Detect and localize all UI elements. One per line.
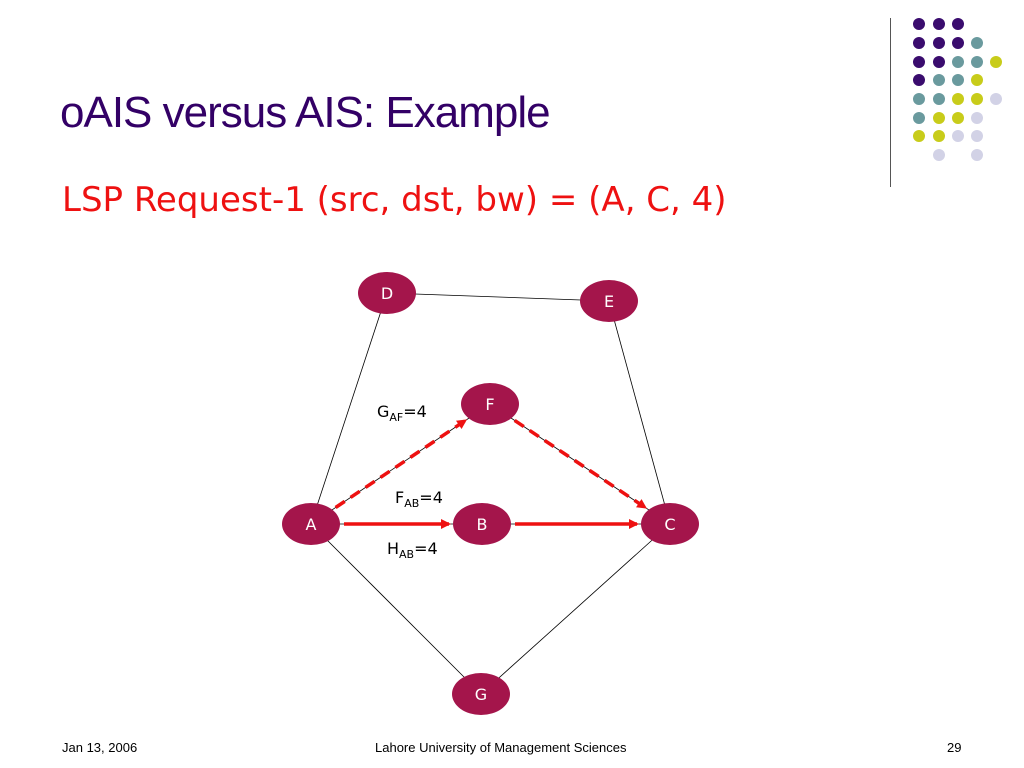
link-a-g [310, 523, 482, 695]
slide-subtitle: LSP Request-1 (src, dst, bw) = (A, C, 4) [62, 180, 727, 220]
node-e-shape [580, 280, 638, 322]
slide-title: oAIS versus AIS: Example [60, 88, 551, 137]
label-g-af: GAF=4 [377, 402, 427, 424]
dot-grid-yellow [913, 56, 1002, 142]
flow-labels: GAF=4 FAB=4 HAB=4 [377, 402, 443, 561]
node-b-label: B [477, 515, 488, 534]
node-g: G [452, 673, 510, 715]
node-a-label: A [306, 515, 317, 534]
node-g-shape [452, 673, 510, 715]
node-d-label: D [381, 284, 393, 303]
lsp-path-f-c [513, 418, 648, 510]
dot-grid-purple [913, 18, 964, 86]
node-a-shape [282, 503, 340, 545]
node-e: E [580, 280, 638, 322]
footer-organization: Lahore University of Management Sciences [375, 740, 627, 755]
node-a: A [282, 503, 340, 545]
node-g-label: G [475, 685, 487, 704]
link-e-c [608, 300, 671, 525]
node-c-shape [641, 503, 699, 545]
link-d-e [386, 292, 610, 302]
label-f-ab: FAB=4 [395, 488, 443, 510]
decorative-dot-grid [913, 18, 1002, 161]
dot-grid-lavender [933, 93, 1002, 161]
link-d-a [310, 292, 388, 525]
node-d: D [358, 272, 416, 314]
link-g-c [480, 523, 671, 695]
node-f-shape [461, 383, 519, 425]
label-h-ab: HAB=4 [387, 539, 438, 561]
node-f: F [461, 383, 519, 425]
dot-grid-teal [913, 37, 983, 124]
node-c-label: C [664, 515, 675, 534]
node-d-shape [358, 272, 416, 314]
node-b: B [453, 503, 511, 545]
node-e-label: E [604, 292, 614, 311]
lsp-paths [334, 418, 648, 529]
node-c: C [641, 503, 699, 545]
nodes: D E F A B C G [282, 272, 699, 715]
node-f-label: F [485, 395, 494, 414]
decorative-divider-line [890, 18, 891, 187]
footer-date: Jan 13, 2006 [62, 740, 138, 755]
lsp-path-a-f [334, 419, 468, 509]
link-lines [310, 292, 671, 695]
node-b-shape [453, 503, 511, 545]
footer-page-number: 29 [947, 740, 962, 755]
